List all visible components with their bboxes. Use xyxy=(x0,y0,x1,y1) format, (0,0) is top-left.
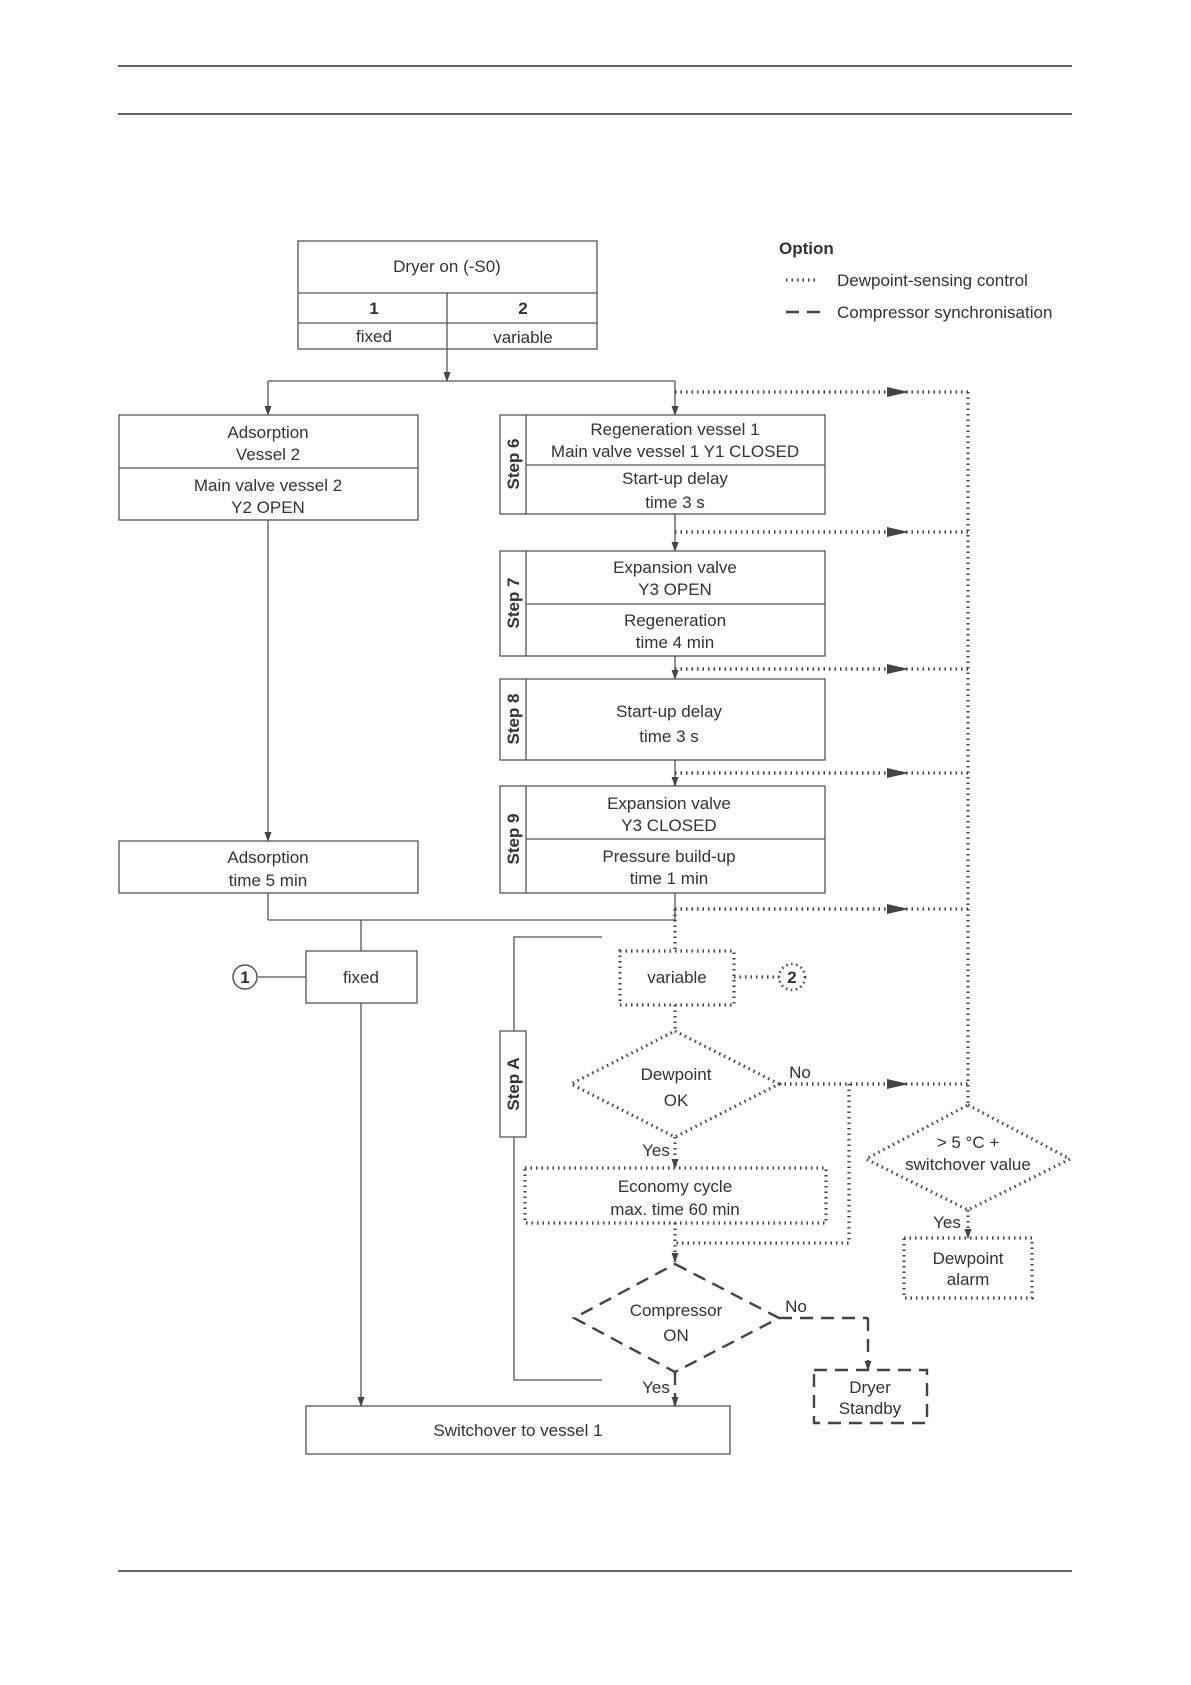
adsorption-vessel-box: Adsorption Vessel 2 Main valve vessel 2 … xyxy=(118,414,419,521)
dryer-standby-box: Dryer Standby xyxy=(812,1368,929,1425)
step-6-label: Step 6 xyxy=(504,438,523,489)
switchover-threshold-line2: switchover value xyxy=(905,1155,1031,1174)
economy-cycle-line2: max. time 60 min xyxy=(610,1200,739,1219)
start-col2-label: variable xyxy=(493,328,553,347)
step-6-line1: Regeneration vessel 1 xyxy=(590,420,759,439)
dewpoint-ok-line1: Dewpoint xyxy=(641,1065,712,1084)
variable-box-label: variable xyxy=(647,968,707,987)
adsorption-vessel-line1: Adsorption xyxy=(227,423,308,442)
step-9-label: Step 9 xyxy=(504,813,523,864)
dewpoint-alarm-line1: Dewpoint xyxy=(933,1249,1004,1268)
step-9-line1: Expansion valve xyxy=(607,794,731,813)
step-9-line3: Pressure build-up xyxy=(602,847,735,866)
compressor-on-line1: Compressor xyxy=(630,1301,723,1320)
marker-1-label: 1 xyxy=(240,968,249,987)
marker-1: 1 xyxy=(232,964,258,990)
adsorption-vessel-line3: Main valve vessel 2 xyxy=(194,476,342,495)
compressor-sync-paths xyxy=(671,1316,872,1407)
adsorption-vessel-line4: Y2 OPEN xyxy=(231,498,305,517)
dewpoint-alarm-line2: alarm xyxy=(947,1270,990,1289)
legend-compressor-label: Compressor synchronisation xyxy=(837,303,1052,322)
dewpoint-ok-no-label: No xyxy=(789,1063,811,1082)
adsorption-vessel-line2: Vessel 2 xyxy=(236,445,300,464)
step-8-line2: time 3 s xyxy=(639,727,699,746)
start-col1-number: 1 xyxy=(369,299,378,318)
step-a-label: Step A xyxy=(504,1057,523,1110)
dewpoint-ok-decision: Dewpoint OK No Yes xyxy=(567,1029,811,1160)
start-col1-label: fixed xyxy=(356,327,392,346)
step-6-line4: time 3 s xyxy=(645,493,705,512)
adsorption-time-line1: Adsorption xyxy=(227,848,308,867)
start-col2-number: 2 xyxy=(518,299,527,318)
switchover-box: Switchover to vessel 1 xyxy=(305,1405,731,1455)
step-8-label: Step 8 xyxy=(504,693,523,744)
legend: Option Dewpoint-sensing control Compress… xyxy=(779,239,1052,322)
step-8-box: Step 8 Start-up delay time 3 s xyxy=(499,678,826,761)
switchover-label: Switchover to vessel 1 xyxy=(433,1421,602,1440)
marker-2: 2 xyxy=(777,962,807,992)
marker-2-label: 2 xyxy=(787,968,796,987)
dewpoint-alarm-box: Dewpoint alarm xyxy=(902,1236,1034,1300)
step-7-line2: Y3 OPEN xyxy=(638,580,712,599)
dewpoint-ok-yes-label: Yes xyxy=(642,1141,670,1160)
dewpoint-ok-line2: OK xyxy=(664,1091,689,1110)
dryer-standby-line1: Dryer xyxy=(849,1378,891,1397)
step-7-label: Step 7 xyxy=(504,577,523,628)
step-9-box: Step 9 Expansion valve Y3 CLOSED Pressur… xyxy=(499,785,826,894)
adsorption-time-line2: time 5 min xyxy=(229,871,307,890)
compressor-on-line2: ON xyxy=(663,1326,689,1345)
compressor-on-yes-label: Yes xyxy=(642,1378,670,1397)
step-a-label-box: Step A xyxy=(499,1030,527,1138)
step-7-box: Step 7 Expansion valve Y3 OPEN Regenerat… xyxy=(499,550,826,657)
variable-box: variable xyxy=(618,949,736,1007)
solid-connectors xyxy=(258,349,679,1407)
step-6-box: Step 6 Regeneration vessel 1 Main valve … xyxy=(499,414,826,515)
switchover-threshold-yes-label: Yes xyxy=(933,1213,961,1232)
switchover-threshold-line1: > 5 °C + xyxy=(937,1133,1000,1152)
step-9-line2: Y3 CLOSED xyxy=(621,816,716,835)
economy-cycle-line1: Economy cycle xyxy=(618,1177,732,1196)
step-7-line4: time 4 min xyxy=(636,633,714,652)
economy-cycle-box: Economy cycle max. time 60 min xyxy=(523,1166,828,1225)
step-9-line4: time 1 min xyxy=(630,869,708,888)
step-7-line1: Expansion valve xyxy=(613,558,737,577)
adsorption-time-box: Adsorption time 5 min xyxy=(118,840,419,894)
dryer-standby-line2: Standby xyxy=(839,1399,902,1418)
fixed-box-label: fixed xyxy=(343,968,379,987)
dewpoint-control-paths xyxy=(671,387,972,1263)
legend-title: Option xyxy=(779,239,834,258)
compressor-on-no-label: No xyxy=(785,1297,807,1316)
start-title: Dryer on (-S0) xyxy=(393,257,501,276)
start-box: Dryer on (-S0) 1 2 fixed variable xyxy=(297,240,598,350)
step-6-line3: Start-up delay xyxy=(622,469,728,488)
switchover-threshold-decision: > 5 °C + switchover value Yes xyxy=(862,1103,1074,1232)
compressor-on-decision: Compressor ON No Yes xyxy=(571,1262,807,1397)
step-6-line2: Main valve vessel 1 Y1 CLOSED xyxy=(551,442,799,461)
step-8-line1: Start-up delay xyxy=(616,702,722,721)
legend-dewpoint-label: Dewpoint-sensing control xyxy=(837,271,1028,290)
fixed-box: fixed xyxy=(305,950,418,1004)
step-7-line3: Regeneration xyxy=(624,611,726,630)
